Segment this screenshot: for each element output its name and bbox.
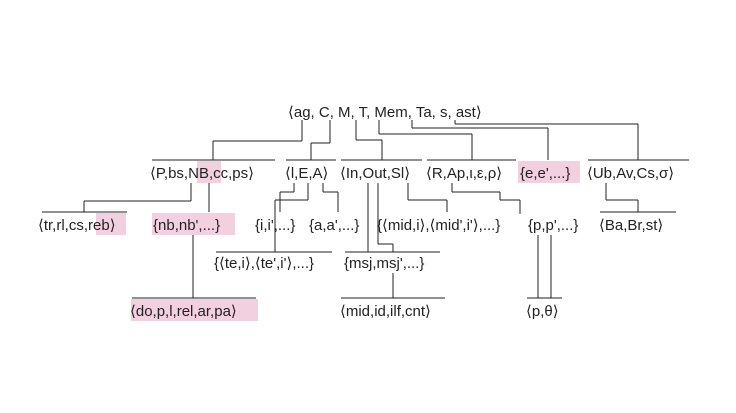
mid-set: {⟨mid,i⟩,⟨mid',i'⟩,...}	[377, 217, 500, 234]
ptheta-tuple: ⟨p,θ⟩	[526, 303, 559, 320]
nb-set: {nb,nb',...}	[153, 217, 220, 234]
i-set: {i,i',...}	[255, 217, 295, 234]
rap-tuple: ⟨R,Ap,ι,ε,ρ⟩	[426, 165, 502, 182]
ub-tuple: ⟨Ub,Av,Cs,σ⟩	[587, 165, 674, 182]
inout-tuple: ⟨In,Out,Sl⟩	[340, 165, 410, 182]
highlight-do-tuple	[131, 299, 258, 321]
p-tuple-label: ⟨P,bs,NB,cc,ps⟩	[150, 165, 254, 182]
lea-tuple: ⟨l,E,A⟩	[285, 165, 328, 182]
te-set: {⟨te,i⟩,⟨te',i'⟩,...}	[214, 255, 314, 272]
highlight-nb	[197, 161, 221, 183]
highlight-nb-set	[152, 213, 235, 235]
ba-tuple: ⟨Ba,Br,st⟩	[599, 217, 663, 234]
msj-set: {msj,msj',...}	[344, 255, 424, 272]
e-set: {e,e',...}	[520, 165, 570, 182]
highlight-reb	[96, 213, 126, 235]
tr-tuple-label: ⟨tr,rl,cs,reb⟩	[38, 217, 116, 234]
tree-connectors	[42, 120, 689, 299]
highlight-e-set	[518, 161, 580, 183]
mid-tuple: ⟨mid,id,ilf,cnt⟩	[340, 303, 431, 320]
a-set: {a,a',...}	[309, 217, 359, 234]
p-set: {p,p',...}	[528, 217, 578, 234]
do-tuple: ⟨do,p,l,rel,ar,pa⟩	[130, 303, 237, 320]
root-tuple: ⟨ag, C, M, T, Mem, Ta, s, ast⟩	[288, 104, 482, 121]
